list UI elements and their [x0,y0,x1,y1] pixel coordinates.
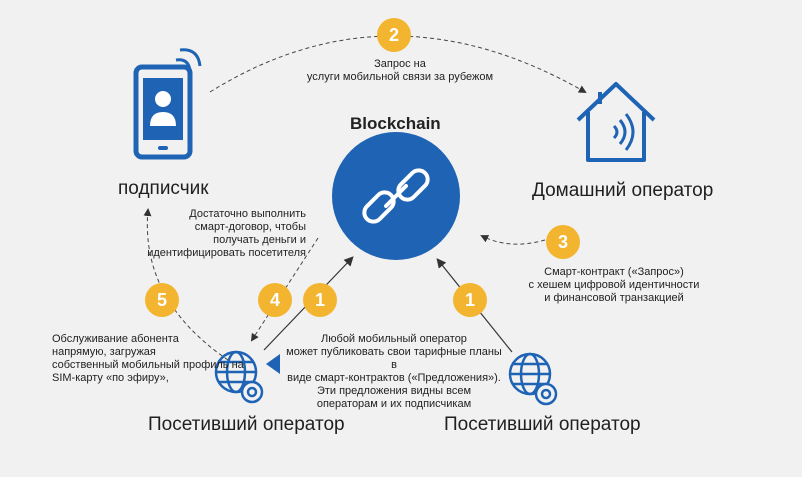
step-2-text-line: Запрос на [374,58,426,70]
home-wifi-icon [576,82,656,162]
blockchain-title: Blockchain [350,114,441,133]
step-2-badge: 2 [377,18,411,52]
step-3-text: Смарт-контракт («Запрос») с хешем цифров… [514,266,714,305]
chain-link-icon [362,168,430,224]
step-4-text: Достаточно выполнить смарт-договор, чтоб… [140,208,306,260]
globe-gear-icon [214,350,264,404]
step-5-badge: 5 [145,283,179,317]
step-2-text: Запрос на услуги мобильной связи за рубе… [290,58,510,84]
step-4-badge: 4 [258,283,292,317]
step-5-text: Обслуживание абонента напрямую, загружая… [52,333,252,385]
home-operator-label: Домашний оператор [532,180,714,201]
step-4-text-line: Достаточно выполнить [189,208,306,220]
step-3-text-line: Смарт-контракт («Запрос») [544,266,684,278]
step-5-text-line: Обслуживание абонента [52,333,179,345]
step-3-text-line: и финансовой транзакцией [544,292,684,304]
arrow-blockchain-to-visited [250,237,319,342]
step-3-text-line: с хешем цифровой идентичности [528,279,700,291]
step-4-text-line: получать деньги и [213,234,306,246]
step-1-badge-left: 1 [303,283,337,317]
arc-subscriber-to-home [209,35,587,93]
step-5-text-line: напрямую, загружая [52,346,156,358]
step-1-text-line: виде смарт-контрактов («Предложения»). [287,372,501,384]
step-5-text-line: SIM-карту «по эфиру», [52,372,169,384]
visited-operator-left-label: Посетивший оператор [148,414,345,435]
visited-operator-right-label: Посетивший оператор [444,414,641,435]
phone-icon [133,48,202,160]
step-1-text-line: Любой мобильный оператор [321,333,467,345]
step-1-text-line: Эти предложения видны всем [316,385,472,397]
globe-gear-icon [508,352,558,406]
step-1-text-line: операторам и их подписчикам [316,398,472,410]
step-1-text-line: может публиковать свои тарифные планы в [286,346,502,371]
step-4-text-line: идентифицировать посетителя [147,247,306,259]
subscriber-label: подписчик [118,178,209,199]
arc-home-to-blockchain [480,235,546,245]
step-1-text: Любой мобильный оператор может публикова… [282,333,506,411]
step-3-badge: 3 [546,225,580,259]
step-4-text-line: смарт-договор, чтобы [194,221,306,233]
step-5-text-line: собственный мобильный профиль на [52,359,244,371]
step-2-text-line: услуги мобильной связи за рубежом [306,71,494,83]
step-1-badge-right: 1 [453,283,487,317]
pointer-triangle [266,354,280,374]
